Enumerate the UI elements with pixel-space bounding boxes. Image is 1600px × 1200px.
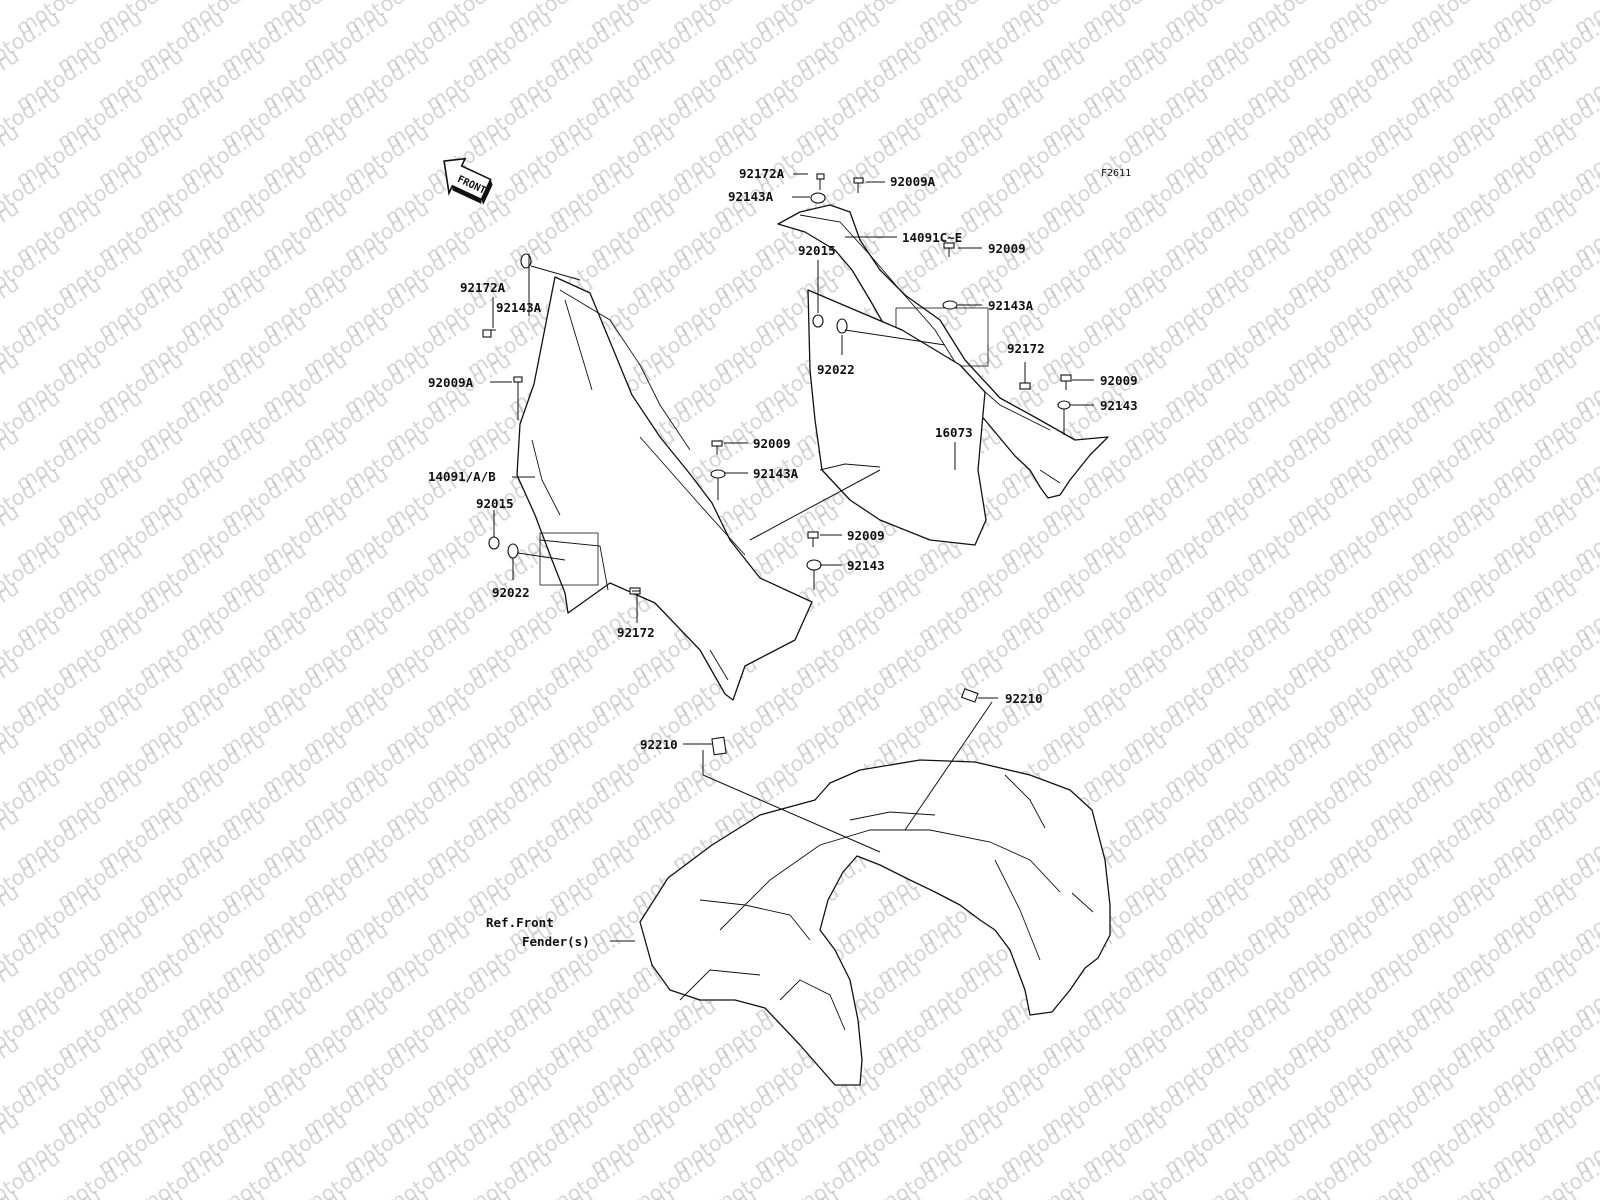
watermark-text: motod.ru — [709, 1146, 803, 1200]
watermark-text: motod.ru — [955, 1146, 1049, 1200]
watermark-text: motod.ru — [463, 1146, 557, 1200]
grommet-icon — [810, 192, 826, 204]
label-ref-fender: Fender(s) — [522, 934, 590, 949]
watermark-text: motod.ru — [545, 1146, 639, 1200]
label-92172A-left: 92172A — [460, 280, 506, 295]
label-92009-left-upper: 92009 — [753, 436, 791, 451]
watermark-text: motod.ru — [1119, 1146, 1213, 1200]
label-92009-right-upper: 92009 — [988, 241, 1026, 256]
label-92143A-right: 92143A — [988, 298, 1034, 313]
clip-icon — [961, 688, 979, 703]
watermark-text: motod.ru — [1283, 1146, 1377, 1200]
label-ref-front: Ref.Front — [486, 915, 554, 930]
label-92022-right: 92022 — [817, 362, 855, 377]
bolt-icon — [711, 440, 723, 455]
label-92143A-left: 92143A — [753, 466, 799, 481]
label-92009-left-lower: 92009 — [847, 528, 885, 543]
watermark-text: motod.ru — [873, 1146, 967, 1200]
label-92143A-left-top: 92143A — [496, 300, 542, 315]
watermark-text: motod.ru — [381, 1146, 475, 1200]
label-92172-left: 92172 — [617, 625, 655, 640]
fasteners — [482, 173, 1072, 756]
bolt-icon — [816, 173, 825, 190]
watermark-text: motod.ru — [1365, 1146, 1459, 1200]
label-14091-A-B: 14091/A/B — [428, 469, 496, 484]
nut-icon — [488, 536, 500, 550]
bolt-icon — [1019, 375, 1031, 390]
watermark-text: motod.ru — [135, 1146, 229, 1200]
label-92009A-left: 92009A — [428, 375, 474, 390]
label-92172A-right: 92172A — [739, 166, 785, 181]
watermark-text: motod.ru — [217, 1146, 311, 1200]
label-92210-left: 92210 — [640, 737, 678, 752]
front-fender — [639, 759, 1111, 1086]
grommet-icon — [1057, 400, 1071, 410]
watermark-text: motod.ru — [1447, 1146, 1541, 1200]
label-14091C-E: 14091C~E — [902, 230, 962, 245]
left-side-cover — [516, 276, 813, 701]
watermark-text: motod.ru — [1201, 1146, 1295, 1200]
label-92022-left: 92022 — [492, 585, 530, 600]
part-labels: 92172A 92009A 92143A 14091C~E 92015 9200… — [428, 166, 1138, 949]
figure-code: F2611 — [1101, 168, 1131, 179]
leader-lines — [490, 173, 1094, 942]
bolt-icon — [943, 242, 955, 257]
label-92015-right: 92015 — [798, 243, 836, 258]
label-92143-right: 92143 — [1100, 398, 1138, 413]
label-92009A-right: 92009A — [890, 174, 936, 189]
grommet-icon — [806, 559, 822, 571]
grommet-icon — [942, 300, 958, 310]
front-arrow-icon: FRONT — [443, 157, 493, 205]
label-92143-left: 92143 — [847, 558, 885, 573]
label-92009-right-lower: 92009 — [1100, 373, 1138, 388]
bolt-icon — [1060, 374, 1072, 390]
bolt-icon — [513, 376, 523, 392]
label-92015-left: 92015 — [476, 496, 514, 511]
watermark-text: motod.ru — [53, 1146, 147, 1200]
washer-icon — [836, 318, 848, 334]
bolt-icon — [807, 531, 819, 547]
watermark-text: motod.ru — [1037, 1146, 1131, 1200]
label-92172-right: 92172 — [1007, 341, 1045, 356]
clip-icon — [711, 736, 727, 756]
watermark-text: motod.ru — [791, 1146, 885, 1200]
label-16073: 16073 — [935, 425, 973, 440]
grommet-icon — [710, 469, 726, 479]
bolt-icon — [629, 587, 641, 595]
bolt-icon — [482, 329, 496, 338]
label-92143A-right-top: 92143A — [728, 189, 774, 204]
panel-16073 — [807, 289, 987, 546]
bolt-icon — [853, 177, 864, 193]
washer-icon — [507, 543, 519, 559]
nut-icon — [812, 314, 824, 328]
watermark-text: motod.ru — [299, 1146, 393, 1200]
label-92210-right: 92210 — [1005, 691, 1043, 706]
watermark-text: motod.ru — [627, 1146, 721, 1200]
